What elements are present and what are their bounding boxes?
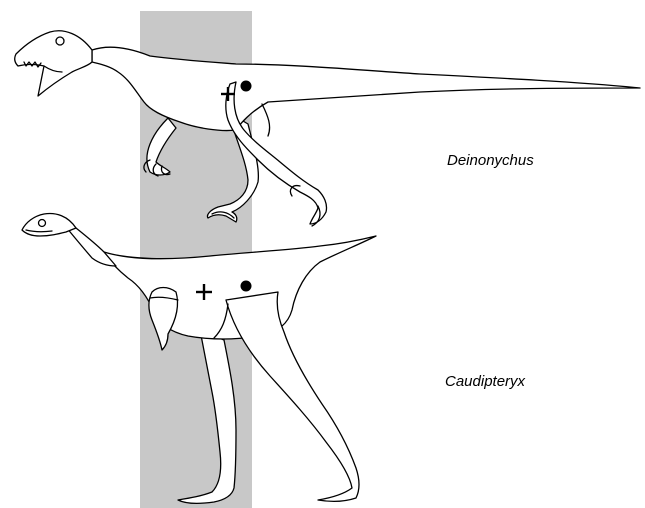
label-deinonychus: Deinonychus bbox=[447, 152, 534, 169]
caudipteryx-head bbox=[22, 214, 76, 236]
deinonychus-eye bbox=[56, 37, 64, 45]
caudipteryx-dot-marker bbox=[241, 281, 252, 292]
label-caudipteryx: Caudipteryx bbox=[445, 373, 525, 390]
caudipteryx-eye bbox=[39, 220, 46, 227]
deinonychus-drawing bbox=[15, 31, 640, 226]
deinonychus-knee-line bbox=[262, 104, 270, 136]
deinonychus-dot-marker bbox=[241, 81, 252, 92]
deinonychus-body bbox=[92, 47, 640, 130]
deinonychus-head bbox=[15, 31, 92, 96]
